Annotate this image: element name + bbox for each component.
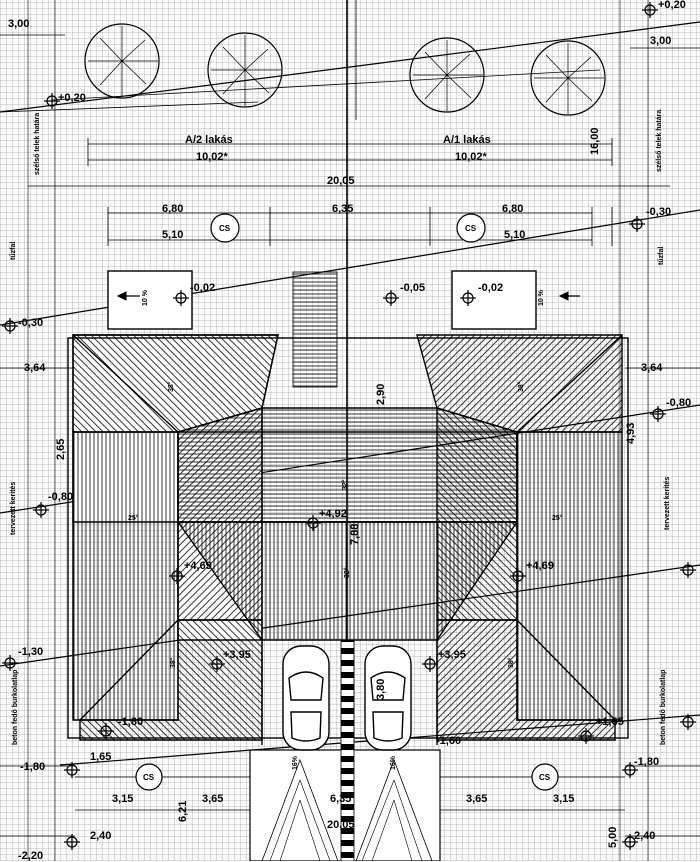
dim-3-65-left: 3,65 [202,793,224,805]
dim-10-02-left: 10,02* [196,151,228,163]
level-plus-3-95-right: +3,95 [438,649,466,661]
level-minus-0-30-left: -0,30 [18,317,44,329]
cs-label: CS [465,224,477,233]
level-minus-0-02-right: -0,02 [478,282,504,294]
car-icon [364,645,412,751]
dim-4-93: 4,93 [625,422,637,444]
driveway [249,639,441,861]
note-concrete-right: beton fedő burkolatlap [660,669,667,745]
note-concrete-left: beton fedő burkolatlap [12,669,19,745]
cs-manholes [135,213,559,791]
dim-16-00: 16,00 [589,127,601,155]
car-icon [282,645,330,751]
level-minus-0-02-left: -0,02 [190,282,216,294]
dim-3-80: 3,80 [375,678,387,700]
dim-20-05-top: 20,05 [327,175,355,187]
dim-1-65: 1,65 [90,751,112,763]
tree-icon [207,32,283,108]
level-minus-0-05: -0,05 [400,282,426,294]
dim-20-05-bottom: 20,05 [327,819,355,831]
roof-pitch-label-lower-left: 38° [170,657,177,668]
level-minus-1-80-right: -1,80 [634,756,660,768]
dim-3-64-right: 3,64 [641,362,663,374]
tree-icon [84,23,160,99]
dim-10-02-right: 10,02* [455,151,487,163]
dim-6-80-left: 6,80 [162,203,184,215]
tree-icon [409,37,485,113]
dim-6-35-bottom: 6,35 [330,793,352,805]
level-minus-1-60: -1,60 [436,735,462,747]
level-minus-2-20: -2,20 [18,850,44,862]
dim-5-10-right: 5,10 [504,229,526,241]
level-minus-1-80-left-2: -1,80 [20,761,46,773]
roof-pitch-label-center: 32° [342,479,349,490]
note-fence-right: tervezett kerítés [664,476,671,530]
roof-pitch-label-left: 25° [128,515,139,522]
dim-2-65: 2,65 [55,438,67,460]
dim-3-15-right: 3,15 [553,793,575,805]
note-fence-left: tervezett kerítés [10,481,17,535]
roof-pitch-label-right: 25° [552,515,563,522]
dim-3-15-left: 3,15 [112,793,134,805]
slope-label-right-pad: 10 % [538,290,545,306]
dim-3-64-left: 3,64 [24,362,46,374]
unit-label-a1: A/1 lakás [443,134,491,146]
level-plus-0-20-left: +0,20 [58,92,86,104]
dim-6-35-top: 6,35 [332,203,354,215]
slope-arrows [116,291,580,301]
tree-symbols [84,23,606,116]
slope-label-left-pad: 10 % [142,290,149,306]
level-plus-4-92: +4,92 [319,508,347,520]
roof-pitch-label-upper-right: 38° [518,381,525,392]
roof-pitch-label-lower-right: 38° [508,657,515,668]
level-minus-0-80-right: -0,80 [666,397,692,409]
slope-label-drive-left: 16% [292,755,299,770]
level-plus-3-95-left: +3,95 [223,649,251,661]
dim-6-80-right: 6,80 [502,203,524,215]
level-minus-0-80-left: -0,80 [48,491,74,503]
note-firewall-left: tűzfal [10,241,17,260]
cs-label: CS [143,773,155,782]
slope-label-drive-right: 16% [390,755,397,770]
dim-7-88: 7,88 [349,523,361,545]
entry-pads [107,270,537,388]
level-minus-1-80-left-1: -1,80 [118,716,144,728]
dim-3-65-right: 3,65 [466,793,488,805]
note-lot-line-left: szélső telek határa [34,112,41,175]
level-plus-4-69-left: +4,69 [184,560,212,572]
level-plus-0-20-top-right: +0,20 [658,0,686,11]
level-plus-1-65-right: +1,65 [596,716,624,728]
tree-icon [530,40,606,116]
level-minus-1-30: -1,30 [18,646,44,658]
dim-6-21: 6,21 [177,800,189,822]
dim-3-00-top-left: 3,00 [8,18,30,30]
level-minus-0-30-right: -0,30 [646,206,672,218]
dim-5-10-left: 5,10 [162,229,184,241]
note-lot-line-right: szélső telek határa [656,109,663,172]
roof-pitch-label-upper-left: 38° [168,381,175,392]
cs-label: CS [219,224,231,233]
dim-3-00-top-right: 3,00 [650,35,672,47]
cs-label: CS [539,773,551,782]
roof-right [416,334,623,741]
roof-center [176,407,519,641]
level-markers [2,2,696,850]
unit-label-a2: A/2 lakás [185,134,233,146]
dim-2-40-left: 2,40 [90,830,112,842]
dim-2-90: 2,90 [375,383,387,405]
dim-2-40-right: 2,40 [634,830,656,842]
roof-pitch-label-mid: 32° [344,567,351,578]
dim-5-00: 5,00 [607,826,619,848]
level-plus-4-69-right: +4,69 [526,560,554,572]
note-firewall-right: tűzfal [658,246,665,265]
